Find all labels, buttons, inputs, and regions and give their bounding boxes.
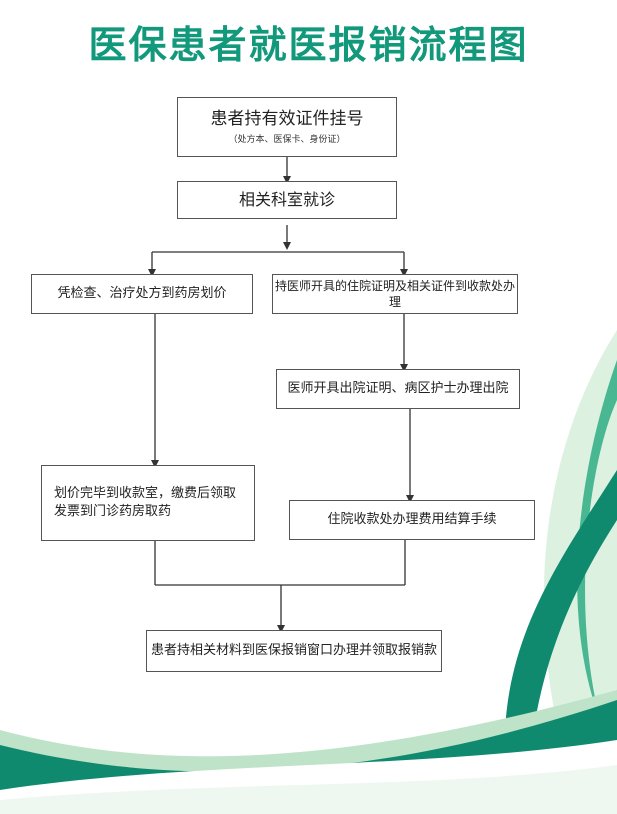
step-outpatient-payment-label: 划价完毕到收款室，缴费后领取发票到门诊药房取药 <box>54 486 237 519</box>
step-register-label: 患者持有效证件挂号 <box>210 108 364 129</box>
step-inpatient-settlement-box: 住院收款处办理费用结算手续 <box>289 500 535 540</box>
wave-pale-bottom <box>0 765 617 814</box>
step-inpatient-admission-box: 持医师开具的住院证明及相关证件到收款处办理 <box>272 274 518 314</box>
wave-dark-right <box>504 470 617 760</box>
step-reimburse-box: 患者持相关材料到医保报销窗口办理并领取报销款 <box>146 630 442 672</box>
step-register-box: 患者持有效证件挂号 （处方本、医保卡、身份证） <box>177 97 397 157</box>
step-consult-box: 相关科室就诊 <box>177 181 397 219</box>
step-outpatient-pricing-box: 凭检查、治疗处方到药房划价 <box>31 274 253 314</box>
step-outpatient-payment-box: 划价完毕到收款室，缴费后领取发票到门诊药房取药 <box>41 465 255 541</box>
step-outpatient-pricing-label: 凭检查、治疗处方到药房划价 <box>57 286 227 302</box>
step-discharge-box: 医师开具出院证明、病区护士办理出院 <box>276 369 520 409</box>
page-title: 医保患者就医报销流程图 <box>88 23 529 67</box>
step-inpatient-settlement-label: 住院收款处办理费用结算手续 <box>327 512 497 528</box>
step-discharge-label: 医师开具出院证明、病区护士办理出院 <box>287 381 509 397</box>
step-register-note: （处方本、医保卡、身份证） <box>228 134 346 145</box>
step-consult-label: 相关科室就诊 <box>238 190 335 210</box>
step-inpatient-admission-label: 持医师开具的住院证明及相关证件到收款处办理 <box>274 278 515 309</box>
step-reimburse-label: 患者持相关材料到医保报销窗口办理并领取报销款 <box>150 643 437 659</box>
